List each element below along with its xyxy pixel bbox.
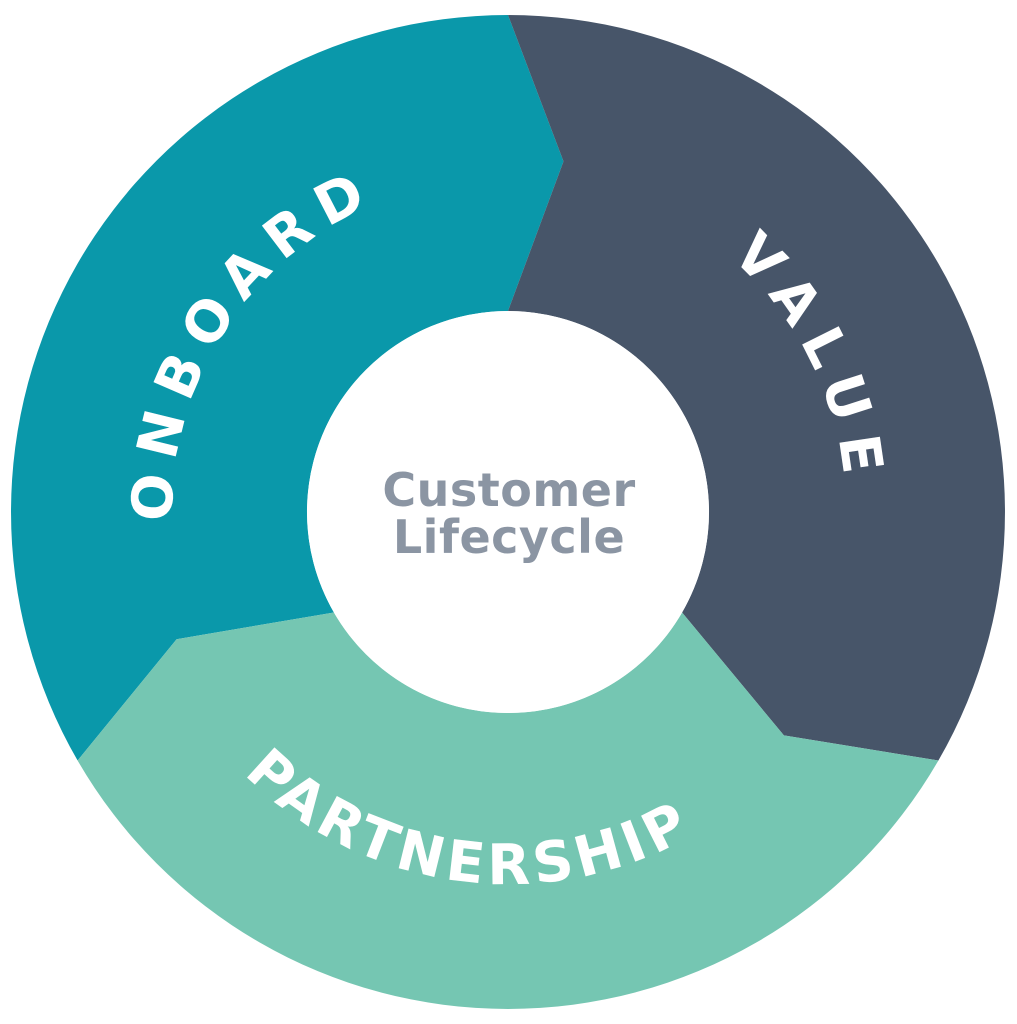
center-disk: [307, 311, 709, 713]
segment-partnership: [77, 612, 939, 1009]
segment-value: [508, 15, 1005, 761]
segment-onboard: [11, 15, 564, 761]
center-title-line1: Customer: [382, 463, 635, 517]
center-title-line2: Lifecycle: [393, 510, 625, 564]
